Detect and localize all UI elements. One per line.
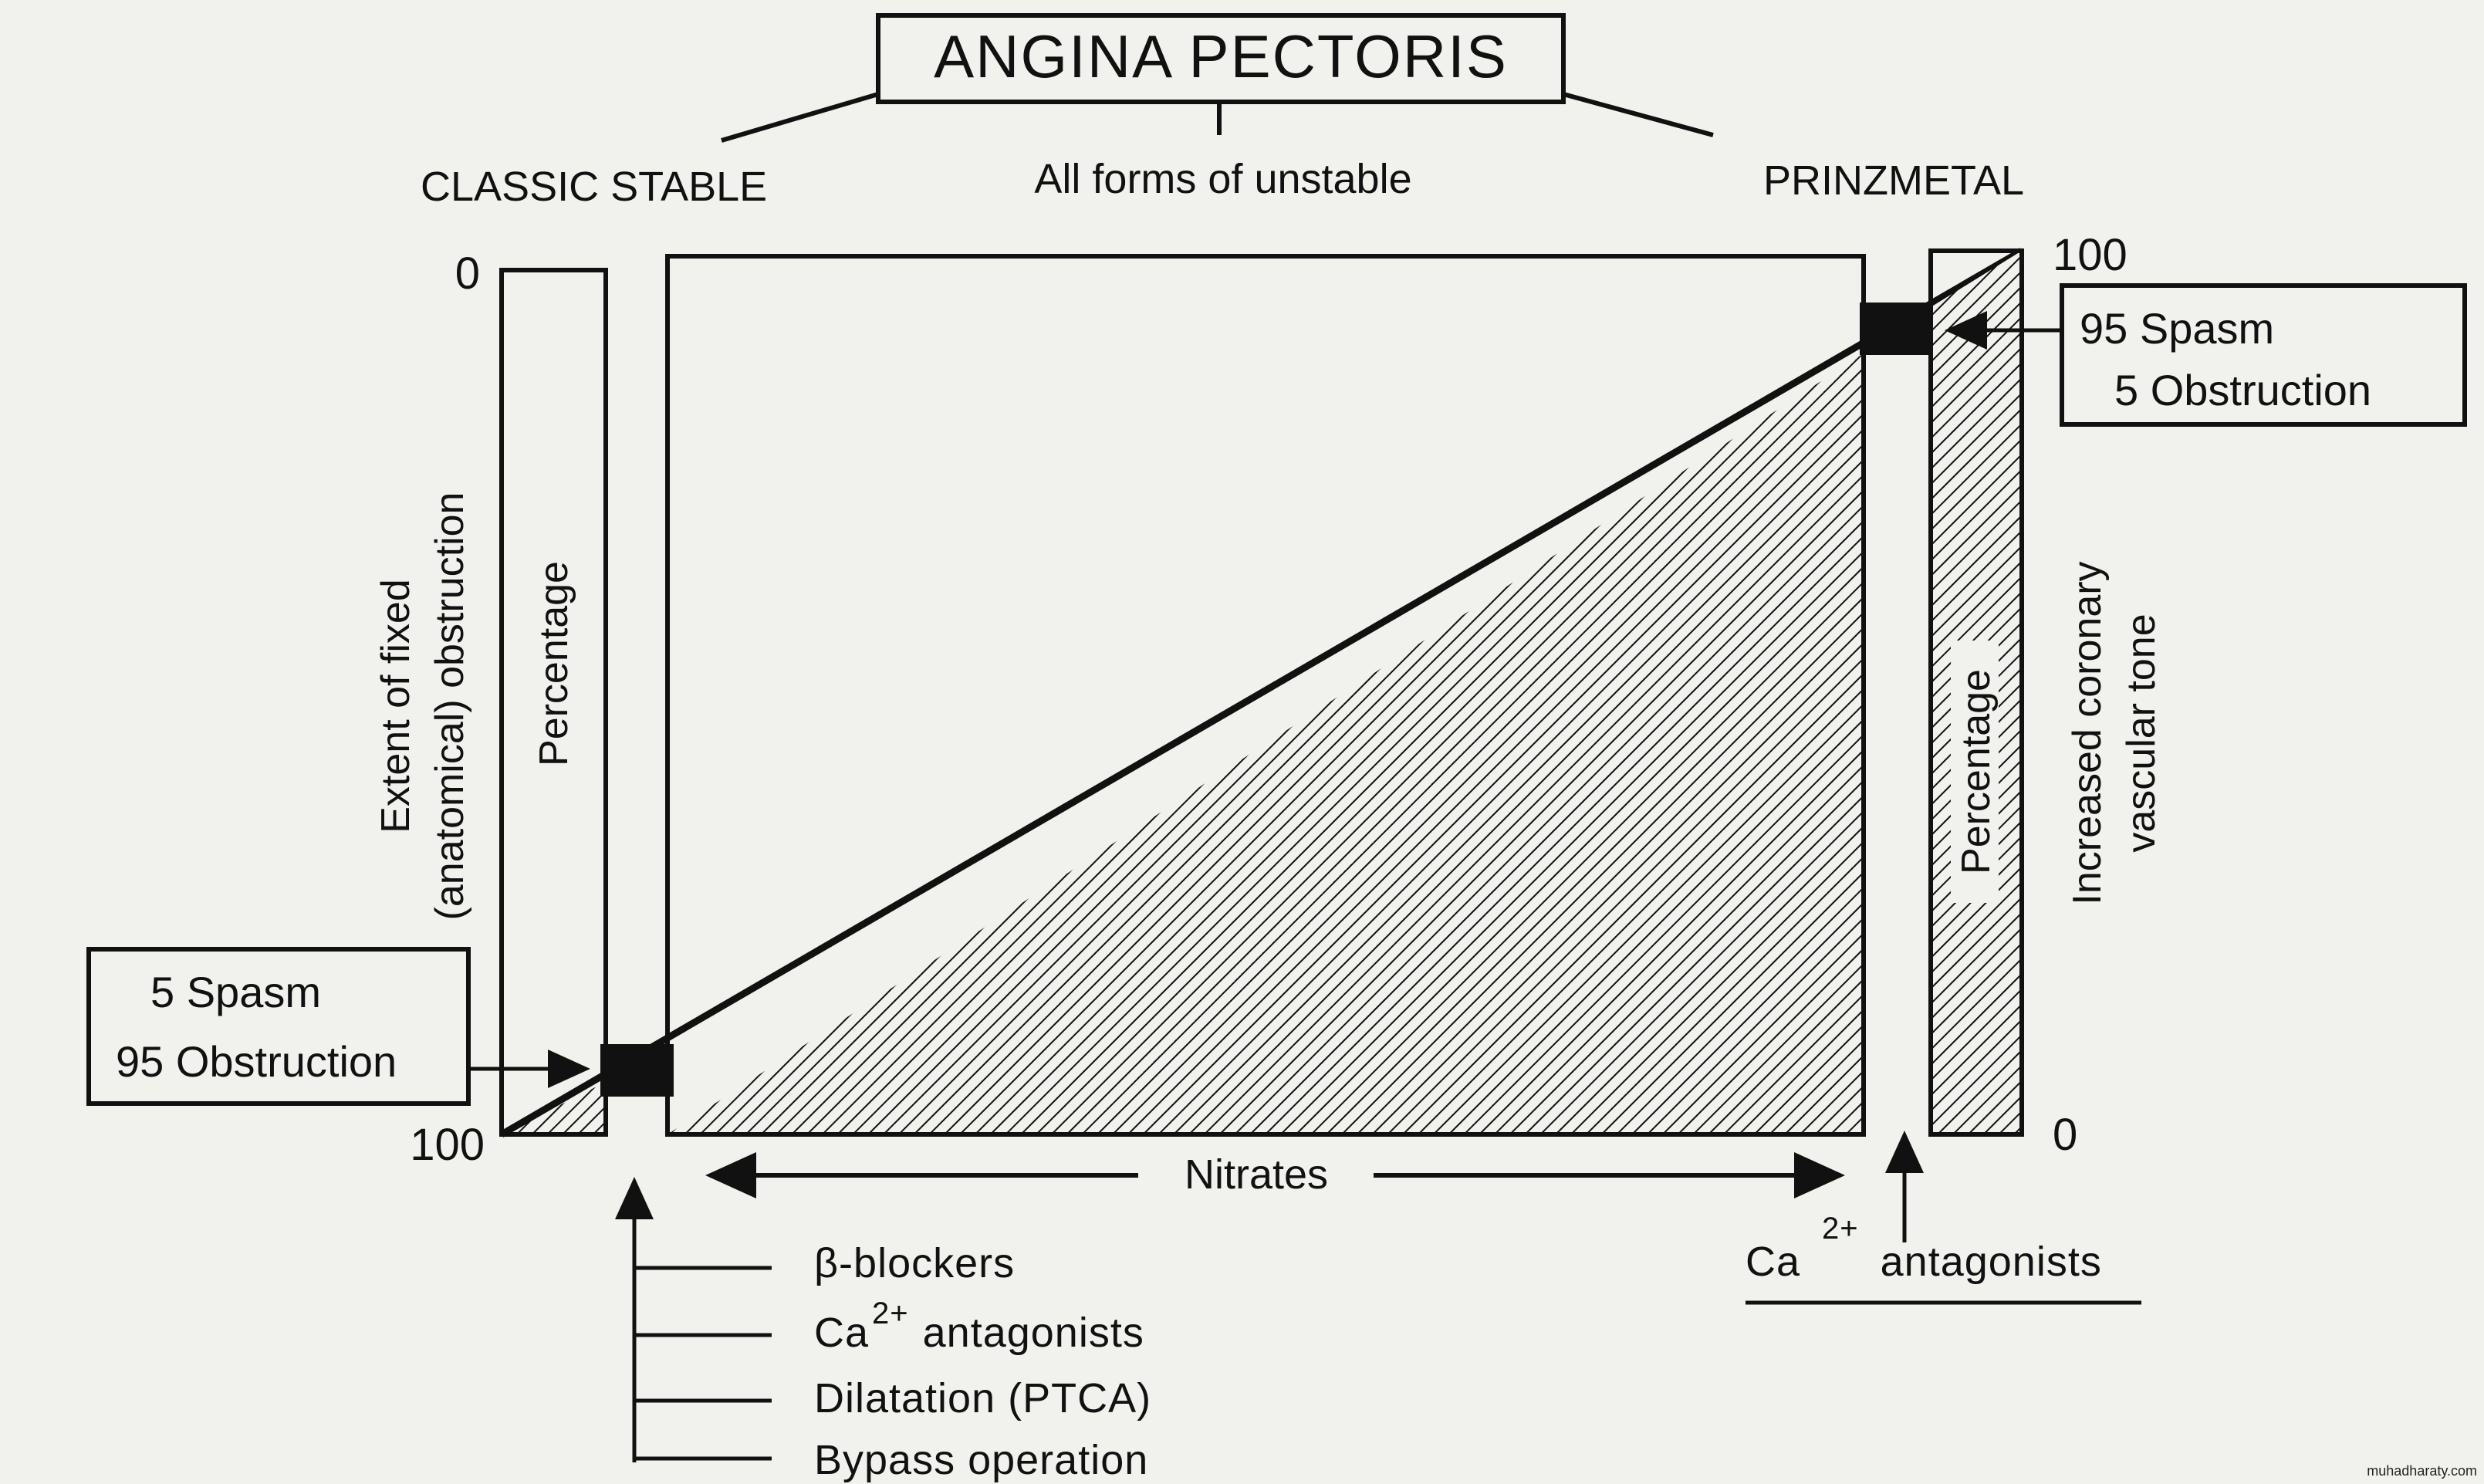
nitrates-label: Nitrates — [1185, 1151, 1328, 1198]
right-percentage-bar: Percentage — [1928, 248, 2024, 1137]
unstable-diagonal — [499, 248, 2024, 1138]
unstable-hatch-triangle — [667, 353, 1864, 1134]
treatment-dilatation: Dilatation (PTCA) — [814, 1375, 1151, 1421]
category-prinzmetal: PRINZMETAL — [1763, 157, 2024, 204]
category-unstable: All forms of unstable — [1034, 156, 1411, 202]
watermark: muhadharaty.com — [2367, 1463, 2477, 1479]
right-axis-bottom-label: 0 — [2053, 1110, 2077, 1160]
right-box-line1: 95 Spasm — [2080, 304, 2274, 353]
right-treatment: Ca2+antagonists — [1746, 1131, 2141, 1305]
right-axis-top-label: 100 — [2053, 230, 2127, 280]
left-axis-bottom-label: 100 — [410, 1120, 485, 1170]
treatment-beta-blockers: β-blockers — [814, 1240, 1015, 1286]
left-axis-top-label: 0 — [455, 248, 480, 299]
left-axis-title-line2: (anatomical) obstruction — [428, 492, 472, 921]
right-box-line2: 5 Obstruction — [2114, 366, 2371, 414]
left-percentage-bar: Percentage — [499, 268, 608, 1137]
page-title: ANGINA PECTORIS — [934, 22, 1508, 90]
left-transition-block — [600, 1044, 674, 1097]
right-axis-title-line1: Increased coronary — [2065, 561, 2110, 904]
right-info-box: 95 Spasm 5 Obstruction — [1945, 283, 2467, 427]
left-bar-label: Percentage — [532, 561, 576, 766]
nitrates-range: Nitrates — [705, 1151, 1845, 1198]
treatment-bypass: Bypass operation — [814, 1437, 1148, 1483]
right-treatment-label: Ca2+antagonists — [1746, 1212, 2102, 1285]
unstable-region — [499, 248, 2024, 1138]
title-group: ANGINA PECTORIS — [721, 13, 1714, 143]
title-brace — [721, 92, 1714, 143]
right-bar-label: Percentage — [1954, 669, 1999, 874]
category-classic-stable: CLASSIC STABLE — [421, 164, 767, 210]
left-axis-title-line1: Extent of fixed — [373, 579, 418, 833]
unstable-frame — [665, 254, 1866, 1137]
right-transition-block — [1860, 303, 1933, 355]
left-info-box: 5 Spasm 95 Obstruction — [86, 947, 590, 1106]
left-box-line1: 5 Spasm — [150, 968, 321, 1016]
right-axis-title-line2: vascular tone — [2119, 614, 2164, 852]
left-box-line2: 95 Obstruction — [116, 1037, 397, 1086]
